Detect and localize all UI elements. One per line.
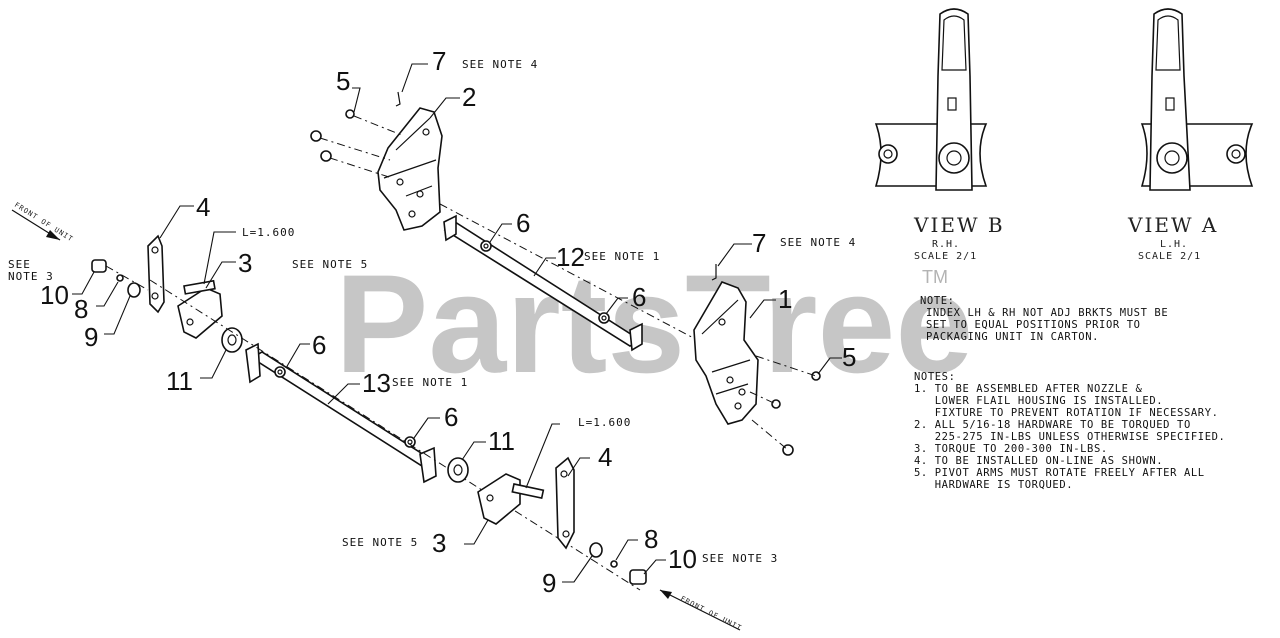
arm-part-4-left [147, 234, 165, 314]
notes-line: 3. TORQUE TO 200-300 IN-LBS. [914, 443, 1108, 455]
callout-part-11: 11 [166, 366, 193, 396]
notes-line: LOWER FLAIL HOUSING IS INSTALLED. [914, 395, 1163, 407]
notes-line: HARDWARE IS TORQUED. [914, 479, 1073, 491]
note-ref: NOTE 3 [8, 270, 54, 283]
leader-lines [72, 63, 842, 583]
watermark-text: PartsTree [335, 245, 973, 402]
note-line: SET TO EQUAL POSITIONS PRIOR TO [926, 319, 1141, 331]
notes-line: FIXTURE TO PREVENT ROTATION IF NECESSARY… [914, 407, 1219, 419]
callout-part-5: 5 [842, 342, 856, 372]
note-ref: SEE NOTE 1 [392, 376, 468, 389]
notes-line: 4. TO BE INSTALLED ON-LINE AS SHOWN. [914, 455, 1163, 467]
direction-arrow-right: FRONT OF UNIT [659, 589, 743, 633]
callout-part-3: 3 [238, 248, 252, 278]
washer-part-11-left [221, 327, 243, 353]
callout-part-7: 7 [432, 46, 446, 76]
callout-part-3: 3 [432, 528, 446, 558]
rod-part-12 [443, 214, 643, 352]
bracket-part-1 [693, 281, 759, 425]
view-a-scale: SCALE 2/1 [1138, 251, 1201, 262]
pin-part-7-upper [395, 91, 401, 107]
callout-part-11: 11 [488, 426, 515, 456]
arm-part-4-right [555, 456, 575, 550]
callout-part-6: 6 [444, 402, 458, 432]
callout-part-6: 6 [516, 208, 530, 238]
rod-part-13 [245, 342, 437, 484]
nut-part-6-lower-right [404, 436, 416, 448]
callout-part-12: 12 [556, 242, 585, 272]
callout-labels: 5 7 2 6 12 6 7 1 5 4 3 10 8 9 11 6 13 6 … [40, 46, 856, 598]
view-a-detail [1140, 8, 1254, 191]
direction-label-right: FRONT OF UNIT [679, 595, 743, 633]
callout-part-5: 5 [336, 66, 350, 96]
callout-part-13: 13 [362, 368, 391, 398]
nut-part-6-upper [480, 240, 492, 252]
hardware-parts-8-9-10-right [589, 542, 647, 585]
note-title: NOTE: [920, 295, 955, 307]
callout-part-1: 1 [778, 284, 792, 314]
callout-part-7: 7 [752, 228, 766, 258]
bolt-hardware-upper [310, 109, 405, 179]
note-ref: SEE NOTE 1 [584, 250, 660, 263]
direction-label-left: FRONT OF UNIT [13, 201, 75, 244]
callout-part-9: 9 [542, 568, 556, 598]
bracket-part-2 [377, 107, 443, 231]
nut-part-6-mid [598, 312, 610, 324]
callout-part-8: 8 [644, 524, 658, 554]
direction-arrow-left: FRONT OF UNIT [11, 201, 75, 244]
callout-part-4: 4 [196, 192, 210, 222]
notes-line: 225-275 IN-LBS UNLESS OTHERWISE SPECIFIE… [914, 431, 1225, 443]
view-b-scale: SCALE 2/1 [914, 251, 977, 262]
hardware-parts-8-9-10-left [91, 259, 149, 298]
view-a-title: VIEW A [1127, 213, 1218, 237]
view-a-side: L.H. [1160, 239, 1188, 250]
notes-line: 2. ALL 5/16-18 HARDWARE TO BE TORQUED TO [914, 419, 1191, 431]
inline-notes: SEE NOTE 4 SEE NOTE 4 SEE NOTE 1 SEE NOT… [8, 58, 856, 565]
arm-part-3-right [477, 473, 545, 525]
note-ref: SEE [8, 258, 31, 271]
callout-part-6: 6 [632, 282, 646, 312]
note-ref: SEE NOTE 4 [462, 58, 538, 71]
note-ref: SEE NOTE 3 [702, 552, 778, 565]
note-ref: SEE NOTE 5 [292, 258, 368, 271]
watermark-tm: TM [922, 267, 948, 287]
pin-part-7-right [711, 264, 717, 281]
view-b-detail [874, 8, 988, 191]
callout-part-10: 10 [40, 280, 69, 310]
callout-part-2: 2 [462, 82, 476, 112]
callout-part-8: 8 [74, 294, 88, 324]
note-line: INDEX LH & RH NOT ADJ BRKTS MUST BE [926, 307, 1168, 319]
notes-title: NOTES: [914, 371, 956, 383]
washer-part-11-right [447, 457, 469, 483]
view-b-title: VIEW B [913, 213, 1005, 237]
note-ref: SEE NOTE 5 [342, 536, 418, 549]
callout-part-4: 4 [598, 442, 612, 472]
notes-line: 1. TO BE ASSEMBLED AFTER NOZZLE & [914, 383, 1142, 395]
length-label: L=1.600 [578, 416, 631, 429]
note-block: NOTE: INDEX LH & RH NOT ADJ BRKTS MUST B… [920, 295, 1168, 343]
callout-part-10: 10 [668, 544, 697, 574]
note-ref: SEE NOTE 4 [780, 236, 856, 249]
arm-part-3-left [177, 279, 223, 339]
nut-part-6-lower-left [274, 366, 286, 378]
notes-line: 5. PIVOT ARMS MUST ROTATE FREELY AFTER A… [914, 467, 1205, 479]
note-line: PACKAGING UNIT IN CARTON. [926, 331, 1099, 343]
view-b-side: R.H. [932, 239, 960, 250]
callout-part-9: 9 [84, 322, 98, 352]
length-label: L=1.600 [242, 226, 295, 239]
callout-part-6: 6 [312, 330, 326, 360]
notes-block: NOTES: 1. TO BE ASSEMBLED AFTER NOZZLE &… [914, 371, 1225, 491]
